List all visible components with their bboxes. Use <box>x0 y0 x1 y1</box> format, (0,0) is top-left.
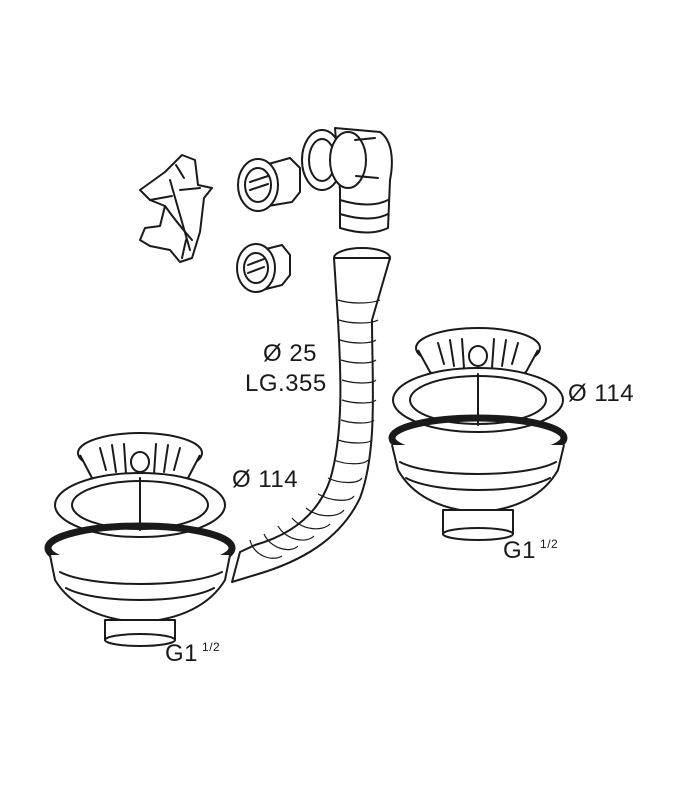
right-basket-diameter-label: Ø 114 <box>568 380 635 407</box>
hose-diameter-label: Ø 25 <box>263 340 318 367</box>
left-basket-assembly <box>44 432 236 647</box>
hose-length-label: LG.355 <box>245 370 327 397</box>
mounting-bracket <box>139 154 213 263</box>
right-basket-assembly <box>388 327 568 541</box>
overflow-cap-upper <box>237 157 301 212</box>
left-basket-diameter-label: Ø 114 <box>232 466 299 493</box>
flexible-hose <box>231 247 391 583</box>
overflow-cap-lower <box>236 243 291 293</box>
overflow-elbow <box>301 127 393 234</box>
left-thread-size: G1 <box>165 640 199 667</box>
left-thread-fraction: 1/2 <box>202 640 221 654</box>
right-thread-size: G1 <box>503 537 537 564</box>
right-thread-fraction: 1/2 <box>540 537 559 551</box>
